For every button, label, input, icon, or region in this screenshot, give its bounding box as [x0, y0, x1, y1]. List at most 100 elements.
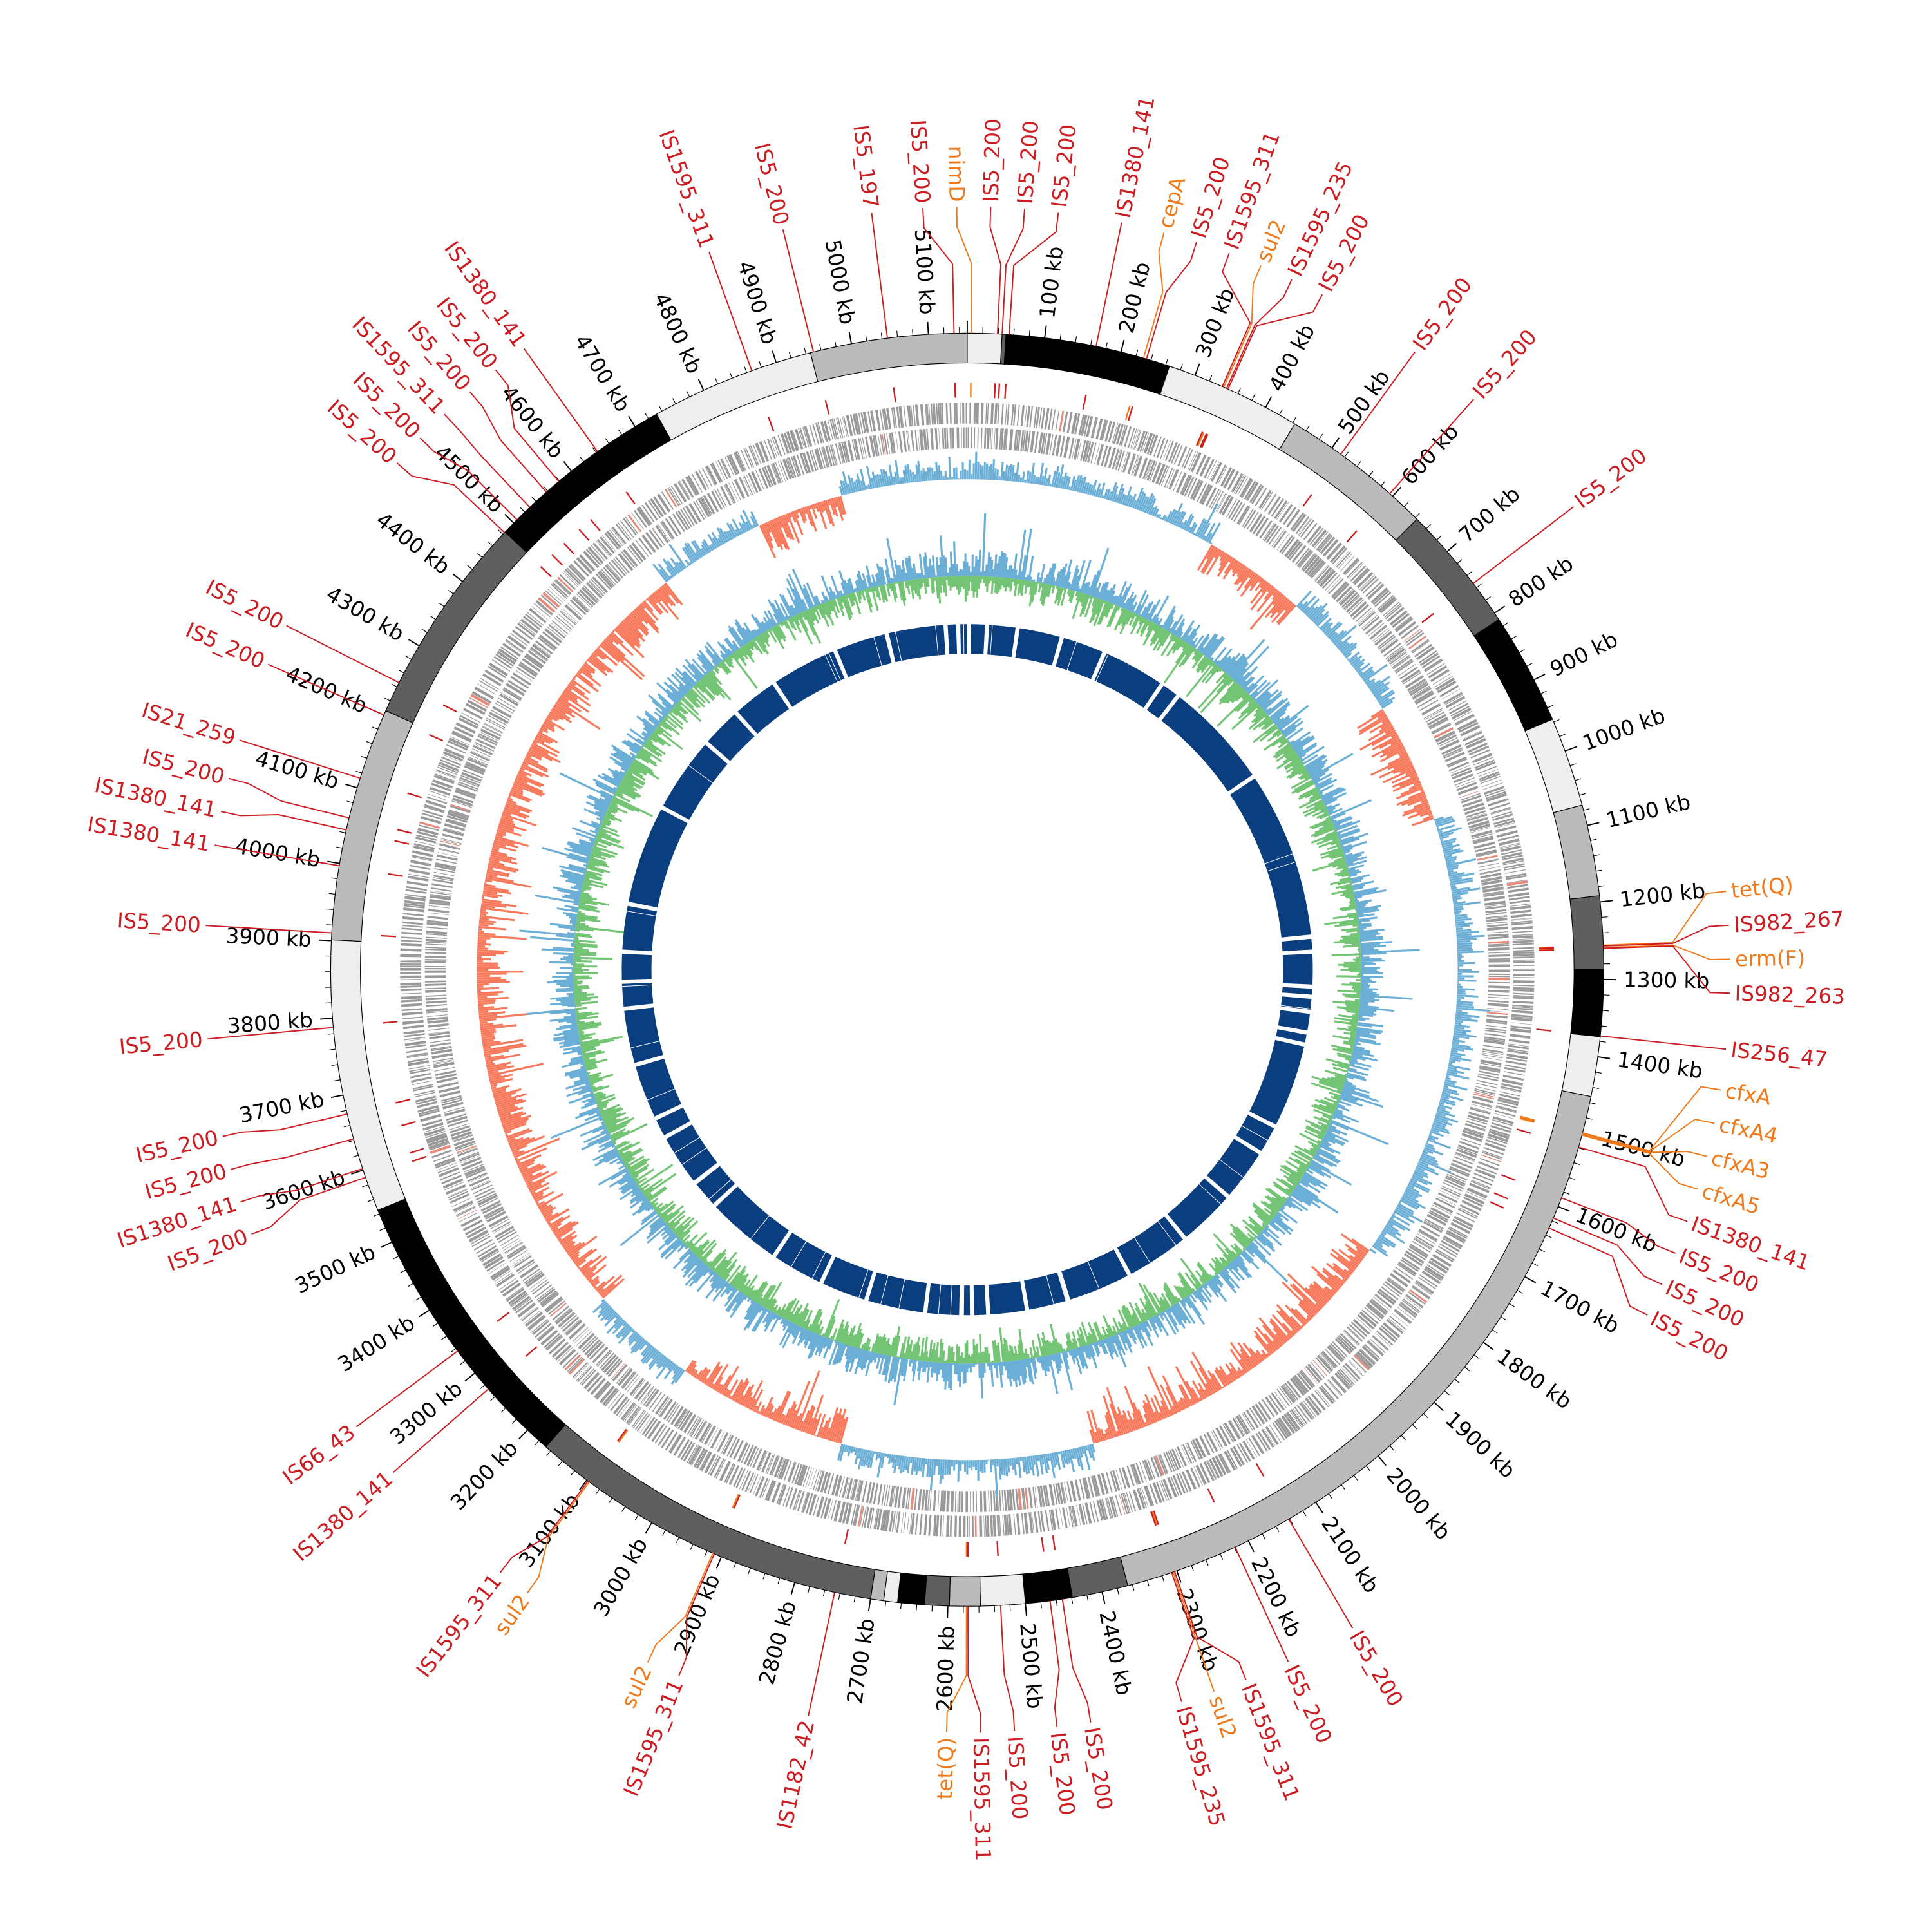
- gene-reverse: [459, 779, 479, 788]
- minor-tick: [1368, 471, 1374, 477]
- gene-forward: [1036, 407, 1040, 428]
- gene-reverse: [1456, 1148, 1477, 1159]
- gene-reverse: [1310, 1361, 1325, 1379]
- gene-reverse: [1159, 1454, 1169, 1474]
- gene-reverse: [1432, 723, 1452, 735]
- gene-forward: [1468, 745, 1490, 756]
- minor-tick: [1423, 1413, 1428, 1419]
- gene-reverse: [1408, 1245, 1428, 1258]
- gene-reverse: [1079, 1479, 1085, 1500]
- gene-reverse: [668, 1404, 681, 1423]
- gene-forward: [928, 403, 931, 425]
- gene-forward: [869, 410, 876, 432]
- contig-block: [973, 1285, 987, 1316]
- major-tick: [1101, 1591, 1106, 1604]
- gene-reverse: [479, 1197, 499, 1208]
- gene-reverse: [440, 1095, 462, 1102]
- gene-reverse: [949, 427, 952, 449]
- gene-forward: [427, 1137, 449, 1147]
- contig-block: [868, 1272, 927, 1312]
- gene-reverse: [742, 475, 752, 495]
- gene-reverse: [1012, 1489, 1016, 1510]
- gene-forward: [521, 1307, 539, 1321]
- contig-block: [837, 634, 892, 677]
- gene-forward: [1504, 869, 1526, 874]
- gene-forward: [1401, 625, 1419, 639]
- tick-label: 2300 kb: [1172, 1586, 1224, 1674]
- gene-forward: [789, 430, 799, 451]
- minor-tick: [658, 405, 663, 412]
- gene-forward: [620, 520, 634, 538]
- gene-reverse: [724, 484, 734, 504]
- gene-forward: [673, 1437, 687, 1456]
- gene-forward: [462, 1219, 483, 1231]
- gene-reverse: [460, 1155, 480, 1164]
- gene-reverse: [1417, 1233, 1435, 1245]
- gene-forward: [1502, 855, 1523, 861]
- gene-forward: [1351, 1357, 1367, 1374]
- gene-forward: [1276, 502, 1289, 520]
- gene-forward: [400, 943, 422, 947]
- gene-reverse: [974, 427, 976, 449]
- gene-forward: [812, 423, 820, 444]
- tick-label: 600 kb: [1397, 419, 1463, 489]
- gene-forward: [1286, 509, 1300, 528]
- gene-forward: [502, 643, 521, 657]
- gene-reverse: [1159, 465, 1168, 486]
- ideogram-segment: [1022, 1567, 1073, 1604]
- gene-reverse: [794, 1464, 803, 1485]
- gene-reverse: [1087, 1477, 1093, 1498]
- minor-tick: [1573, 1162, 1580, 1165]
- gene-reverse: [1298, 551, 1314, 569]
- gene-forward: [1239, 478, 1253, 498]
- gene-reverse: [1460, 793, 1481, 801]
- gene-forward: [437, 1164, 458, 1174]
- gene-forward: [415, 1098, 437, 1105]
- gene-forward: [674, 483, 687, 503]
- gene-reverse: [1198, 484, 1211, 504]
- gene-reverse: [699, 1423, 712, 1443]
- gene-forward: [500, 1280, 519, 1294]
- gene-reverse: [938, 428, 940, 450]
- gene-reverse: [1440, 1187, 1461, 1197]
- gene-reverse: [902, 431, 907, 452]
- gene-forward: [1326, 542, 1342, 560]
- gene-forward: [459, 1212, 478, 1222]
- gene-reverse: [425, 941, 447, 944]
- gene-forward: [536, 1325, 553, 1340]
- label-leader-line: [1061, 1598, 1092, 1723]
- ideogram-segment: [1119, 1090, 1592, 1586]
- gene-forward: [1311, 529, 1327, 547]
- gene-forward: [1381, 1325, 1398, 1341]
- gene-forward: [1503, 863, 1525, 869]
- gene-forward: [1457, 1208, 1477, 1219]
- gene-forward: [1513, 985, 1535, 987]
- gene-forward: [1149, 435, 1159, 456]
- gene-reverse: [426, 920, 448, 924]
- gene-reverse: [1274, 1391, 1287, 1408]
- gene-forward: [425, 1130, 446, 1139]
- gene-forward: [1404, 1296, 1422, 1310]
- gene-forward: [1464, 1193, 1485, 1205]
- gene-reverse: [1006, 1489, 1010, 1511]
- gene-reverse: [424, 965, 446, 967]
- gene-reverse: [601, 569, 616, 585]
- gene-forward: [424, 1127, 446, 1137]
- gene-forward: [531, 606, 548, 620]
- gene-reverse: [831, 444, 838, 465]
- gene-reverse: [474, 1187, 495, 1198]
- gene-reverse: [536, 1287, 554, 1301]
- gene-forward: [946, 1515, 950, 1537]
- gene-reverse: [459, 1153, 480, 1162]
- gene-forward: [1066, 1506, 1070, 1528]
- minor-tick: [759, 361, 762, 368]
- gene-reverse: [759, 1451, 768, 1471]
- gene-reverse: [520, 661, 538, 676]
- gene-reverse: [529, 1276, 547, 1290]
- minor-tick: [1551, 1220, 1558, 1224]
- gene-forward: [1430, 668, 1450, 683]
- gene-forward: [407, 1057, 429, 1063]
- major-tick: [380, 1241, 392, 1248]
- minor-tick: [340, 1110, 346, 1112]
- gene-reverse: [1436, 732, 1456, 743]
